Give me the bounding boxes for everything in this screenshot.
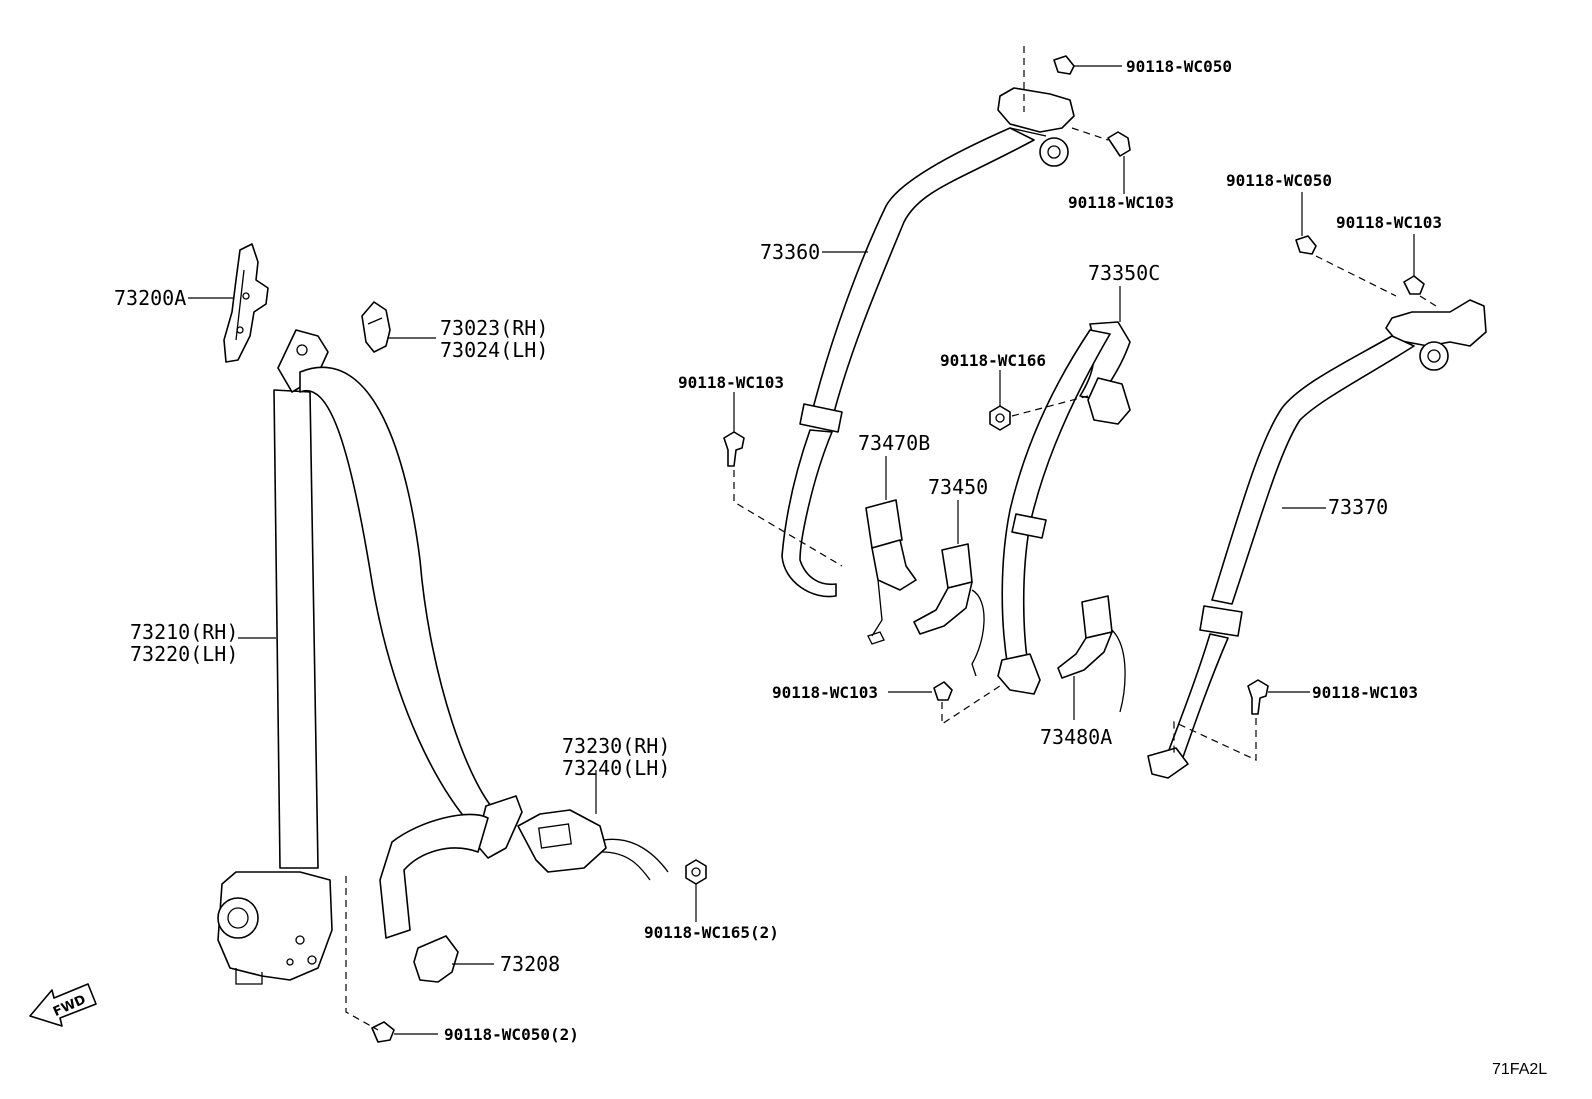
- bolt-wc050-top[interactable]: [1053, 55, 1075, 75]
- label-bolt-wc103-left: 90118-WC103: [678, 373, 784, 392]
- label-nut-wc166: 90118-WC166: [940, 351, 1046, 370]
- label-73360: 73360: [760, 240, 820, 264]
- label-bolt-wc050-right: 90118-WC050: [1226, 171, 1332, 190]
- nut-wc166[interactable]: [989, 405, 1011, 431]
- label-bolt-wc103-mid: 90118-WC103: [772, 683, 878, 702]
- label-bolt-wc103-right-top: 90118-WC103: [1336, 213, 1442, 232]
- mount-line-wc050-right: [1315, 255, 1397, 297]
- bolt-wc103-top[interactable]: [1107, 131, 1131, 157]
- part-73230-buckle[interactable]: [379, 795, 669, 939]
- label-73480a: 73480A: [1040, 725, 1112, 749]
- fwd-arrow-icon: FWD: [29, 983, 97, 1027]
- part-73210-belt[interactable]: [217, 329, 501, 985]
- label-73230: 73230(RH): [562, 734, 670, 758]
- label-73023: 73023(RH): [440, 316, 548, 340]
- bolt-wc050-right[interactable]: [1295, 235, 1317, 255]
- bolt-wc103-right-low[interactable]: [1247, 679, 1269, 715]
- part-73450-buckle[interactable]: [913, 543, 985, 677]
- label-73220: 73220(LH): [130, 642, 238, 666]
- part-73350c-belt[interactable]: [997, 321, 1131, 695]
- nut-wc165[interactable]: [685, 859, 707, 885]
- part-73208-cover[interactable]: [413, 935, 459, 983]
- bolt-wc103-mid[interactable]: [933, 681, 953, 701]
- label-73370: 73370: [1328, 495, 1388, 519]
- label-73210: 73210(RH): [130, 620, 238, 644]
- mount-line-wc103-top: [1071, 127, 1109, 141]
- label-73208: 73208: [500, 952, 560, 976]
- bolt-wc050-lower[interactable]: [371, 1021, 395, 1043]
- part-73370-belt[interactable]: [1147, 335, 1415, 779]
- part-73200a-adjuster[interactable]: [223, 243, 269, 363]
- label-73240: 73240(LH): [562, 756, 670, 780]
- part-73480a-buckle[interactable]: [1057, 595, 1126, 713]
- label-73024: 73024(LH): [440, 338, 548, 362]
- part-73360-anchor[interactable]: [997, 87, 1075, 167]
- mount-line-wc166: [1011, 395, 1089, 417]
- label-73350c: 73350C: [1088, 261, 1160, 285]
- part-73360-belt[interactable]: [781, 127, 1035, 598]
- label-bolt-wc103-right-low: 90118-WC103: [1312, 683, 1418, 702]
- label-bolt-wc103-top: 90118-WC103: [1068, 193, 1174, 212]
- bolt-wc103-left[interactable]: [723, 431, 745, 467]
- part-73370-anchor[interactable]: [1385, 299, 1487, 371]
- part-73470b-buckle[interactable]: [865, 499, 917, 645]
- label-bolt-wc050-top: 90118-WC050: [1126, 57, 1232, 76]
- label-73450: 73450: [928, 475, 988, 499]
- part-73023-cover[interactable]: [361, 301, 391, 353]
- label-73470b: 73470B: [858, 431, 930, 455]
- mount-line-wc103-mid: [941, 677, 1013, 726]
- mount-line-wc050-lower: [345, 876, 379, 1031]
- mount-line-wc103-right-top: [1419, 295, 1437, 307]
- label-bolt-wc050-2: 90118-WC050(2): [444, 1025, 579, 1044]
- label-nut-wc165-2: 90118-WC165(2): [644, 923, 779, 942]
- diagram-code: 71FA2L: [1492, 1061, 1547, 1078]
- mount-line-wc103-right-low: [1173, 718, 1257, 761]
- label-73200a: 73200A: [114, 286, 186, 310]
- bolt-wc103-right-top[interactable]: [1403, 275, 1425, 295]
